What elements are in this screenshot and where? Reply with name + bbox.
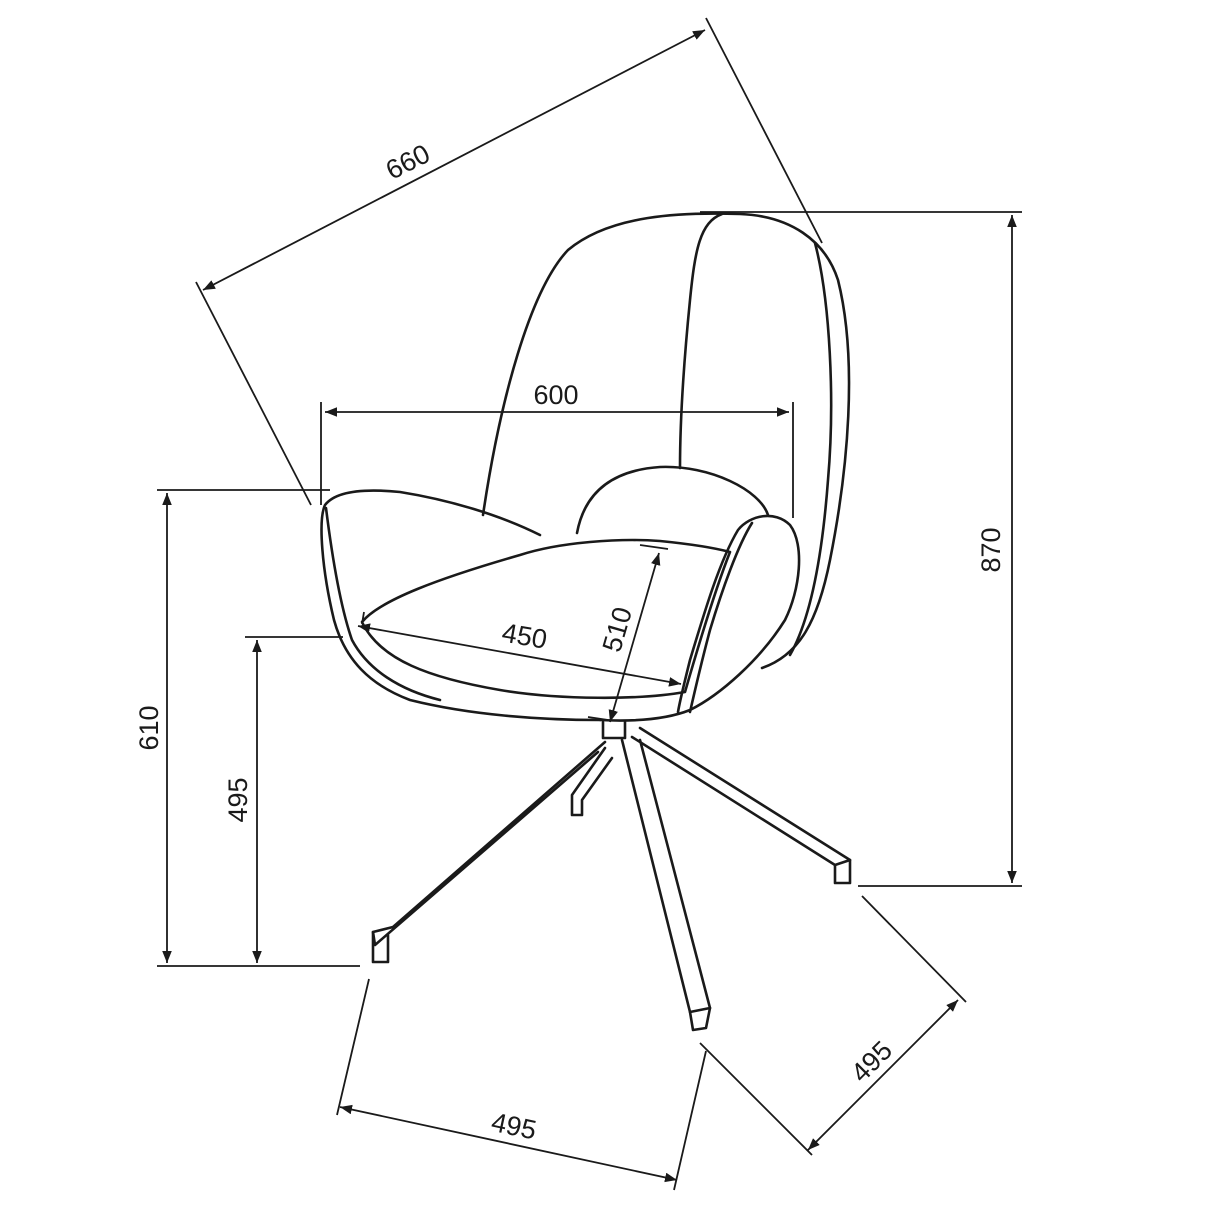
leg-back-right xyxy=(630,726,852,867)
extension-lines xyxy=(157,17,1022,1191)
dim-line-510 xyxy=(608,552,661,723)
seat-cushion xyxy=(360,538,732,700)
label-495-seat: 495 xyxy=(223,777,253,822)
dimension-lines xyxy=(162,29,1017,1183)
label-870: 870 xyxy=(976,527,1006,572)
dim-line-660 xyxy=(202,29,706,291)
label-450: 450 xyxy=(500,617,550,654)
dimension-labels: 660 600 870 610 495 450 510 495 495 xyxy=(134,138,1006,1145)
swivel-column xyxy=(601,720,627,740)
backrest-rear-edge xyxy=(788,241,833,657)
leg-front-left xyxy=(371,740,607,947)
label-610: 610 xyxy=(134,705,164,750)
label-600: 600 xyxy=(533,380,578,410)
foot-back-right xyxy=(833,858,852,885)
dim-line-495-front xyxy=(339,1104,678,1183)
backrest-shell xyxy=(481,212,851,670)
lumbar-cushion xyxy=(575,465,770,535)
left-armrest xyxy=(320,489,602,722)
label-660: 660 xyxy=(381,138,435,185)
label-495-front: 495 xyxy=(489,1107,539,1146)
backrest-side-panel xyxy=(678,212,724,470)
right-armrest-inner xyxy=(688,521,754,714)
leg-front-right xyxy=(620,738,712,1014)
left-armrest-inner xyxy=(324,506,442,702)
dim-line-495-side xyxy=(807,999,959,1151)
leg-back-left xyxy=(570,746,614,817)
foot-front-right xyxy=(688,1006,712,1032)
foot-front-left xyxy=(371,930,390,964)
label-495-side: 495 xyxy=(845,1035,898,1088)
chair-outline xyxy=(320,212,852,1032)
